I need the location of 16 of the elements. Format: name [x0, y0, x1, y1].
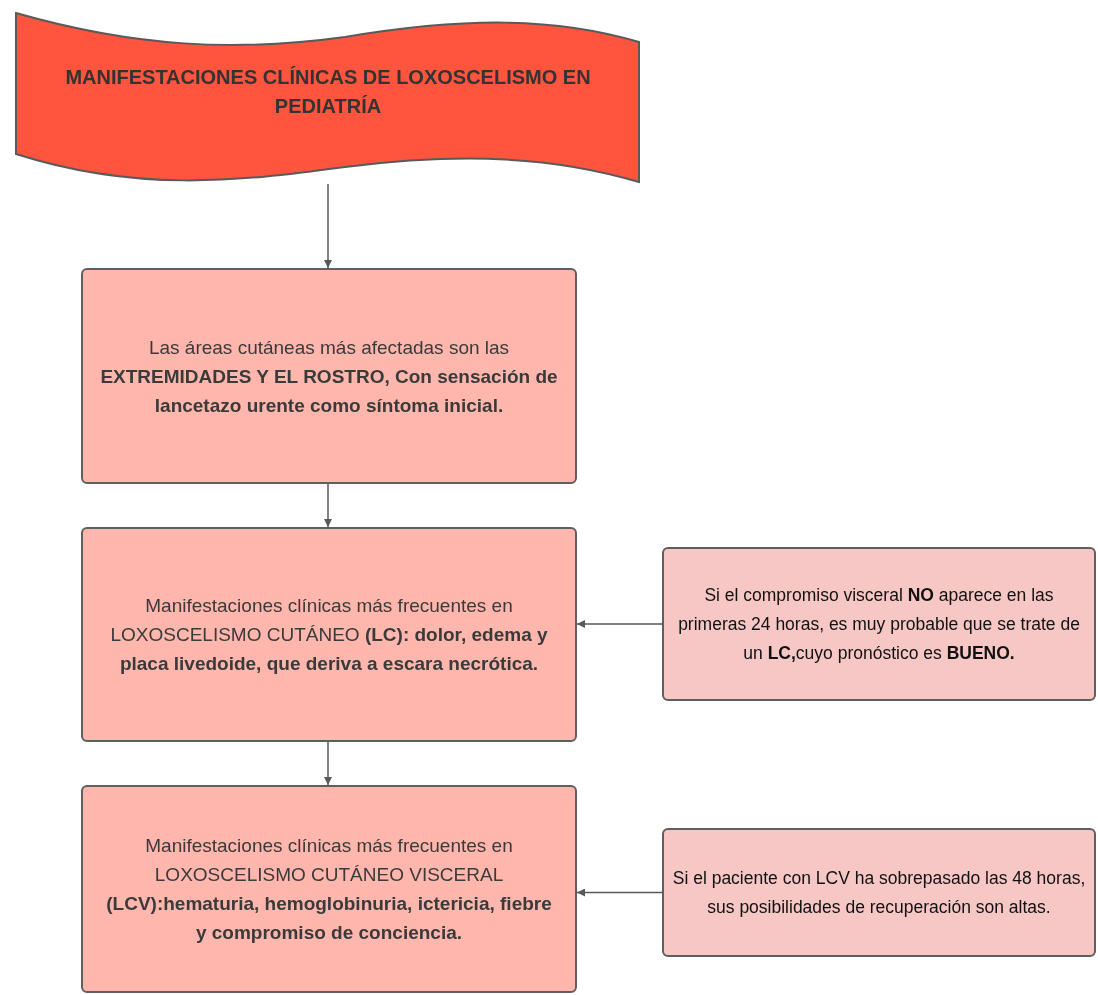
banner-title: MANIFESTACIONES CLÍNICAS DE LOXOSCELISMO EN PEDIATRÍA: [64, 65, 592, 119]
process-box: [81, 527, 577, 742]
box-text: Manifestaciones clínicas más frecuentes en LOXOSCELISMO CUTÁNEO (LC): dolor, edema y placa livedoide, que deriva a escara necrótica.: [109, 594, 549, 676]
box-text: Manifestaciones clínicas más frecuentes en LOXOSCELISMO CUTÁNEO VISCERAL (LCV):hematuria, hemoglobinuria, ictericia, fiebre y compromiso de conciencia.: [105, 834, 553, 945]
arrow: [576, 888, 663, 897]
process-box: [81, 268, 577, 484]
box-text: Si el compromiso visceral NO aparece en las primeras 24 horas, es muy probable que se trate de un LC,cuyo pronóstico es BUENO.: [677, 583, 1081, 665]
note-box: [662, 828, 1096, 957]
arrow: [324, 741, 332, 786]
box-text: Si el paciente con LCV ha sobrepasado las 48 horas, sus posibilidades de recuperación son altas.: [672, 866, 1086, 919]
process-box: [81, 785, 577, 993]
arrow: [324, 483, 332, 528]
note-box: [662, 547, 1096, 701]
box-text: Las áreas cutáneas más afectadas son las EXTREMIDADES Y EL ROSTRO, Con sensación de lancetazo urente como síntoma inicial.: [99, 335, 559, 418]
arrow: [324, 183, 332, 269]
arrow: [576, 620, 663, 628]
